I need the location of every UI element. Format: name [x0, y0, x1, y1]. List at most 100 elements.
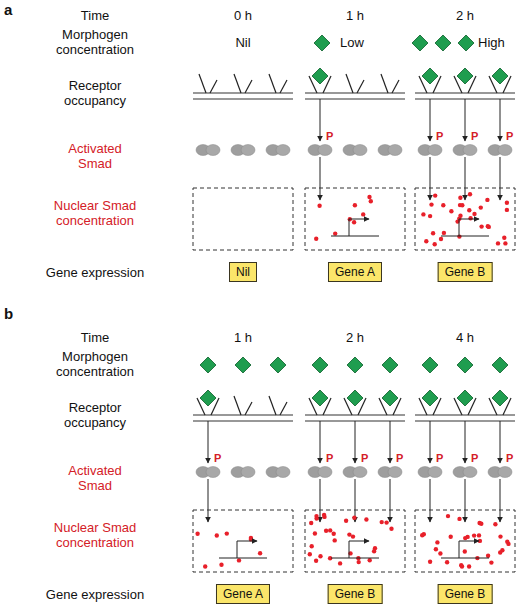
smad-dot	[445, 560, 449, 564]
phosphate-label: P	[326, 452, 333, 464]
signal-arrow	[390, 421, 391, 463]
gene-line	[441, 558, 489, 559]
smad-dot	[318, 554, 322, 558]
gene-line	[441, 236, 489, 237]
smad-dot	[389, 527, 393, 531]
receptor-arm	[197, 398, 205, 415]
phosphate-label: P	[361, 452, 368, 464]
smad-dot	[439, 237, 443, 241]
promoter-arrow	[349, 541, 369, 558]
gene-line	[331, 236, 379, 237]
smad-dot	[322, 513, 326, 517]
smad-dot	[314, 237, 318, 241]
signal-arrow	[430, 421, 431, 463]
receptor-arm	[234, 74, 241, 93]
smad-dot	[458, 196, 462, 200]
nuclear-import-arrow	[430, 157, 431, 200]
morphogen-diamond	[314, 35, 330, 51]
morphogen-diamond	[270, 357, 286, 373]
smad-dot	[195, 532, 199, 536]
membrane-line	[305, 92, 405, 93]
membrane-line	[415, 414, 515, 415]
nucleus-box	[415, 188, 515, 250]
receptor-arm	[199, 74, 206, 93]
time-label: 1 h	[335, 8, 375, 23]
smad-dot	[438, 551, 442, 555]
smad-dot	[496, 241, 500, 245]
gene-box: Gene B	[438, 262, 493, 282]
smad-dot	[384, 520, 388, 524]
smad-dot	[449, 209, 453, 213]
receptor-arm	[379, 398, 387, 415]
smad-dot	[449, 535, 453, 539]
morphogen-diamond	[457, 357, 473, 373]
time-label: 1 h	[223, 330, 263, 345]
gene-line	[219, 558, 267, 559]
smad-dot	[442, 231, 446, 235]
bound-morphogen	[422, 390, 438, 406]
smad-dot	[463, 549, 467, 553]
smad-blob	[276, 467, 290, 478]
smad-dot	[428, 560, 432, 564]
promoter-arrow	[349, 219, 369, 236]
membrane-line	[415, 92, 515, 93]
promoter-arrow	[459, 541, 479, 558]
smad-dot	[505, 540, 509, 544]
receptor-arm	[503, 398, 511, 415]
time-label: 4 h	[445, 330, 485, 345]
smad-blob	[206, 145, 220, 156]
smad-dot	[441, 203, 445, 207]
smad-blob	[428, 467, 442, 478]
phosphate-label: P	[214, 452, 221, 464]
smad-dot	[219, 563, 223, 567]
receptor-arm	[454, 76, 462, 93]
smad-dot	[502, 236, 506, 240]
gene-box: Nil	[229, 262, 257, 282]
smad-dot	[433, 242, 437, 246]
smad-dot	[328, 528, 332, 532]
smad-dot	[324, 529, 328, 533]
panel-letter: a	[4, 2, 12, 17]
smad-dot	[479, 522, 483, 526]
signal-arrow	[430, 99, 431, 141]
smad-dot	[313, 531, 317, 535]
smad-dot	[347, 532, 351, 536]
receptor-arm	[280, 402, 287, 415]
smad-dot	[457, 517, 461, 521]
smad-dot	[429, 202, 433, 206]
smad-dot	[505, 208, 509, 212]
promoter-arrow	[237, 541, 257, 558]
receptor-arm	[269, 74, 276, 93]
smad-dot	[434, 547, 438, 551]
receptor-arm	[392, 80, 399, 93]
phosphate-label: P	[506, 452, 513, 464]
smad-dot	[309, 521, 313, 525]
smad-blob	[241, 467, 255, 478]
row-label: Receptor occupancy	[40, 78, 150, 108]
time-label: 2 h	[445, 8, 485, 23]
smad-dot	[361, 212, 365, 216]
time-label: 0 h	[223, 8, 263, 23]
nuclear-import-arrow	[320, 157, 321, 200]
nucleus-box	[193, 188, 293, 250]
receptor-arm	[489, 76, 497, 93]
morphogen-diamond	[422, 357, 438, 373]
morphogen-diamond	[200, 357, 216, 373]
smad-dot	[433, 193, 437, 197]
concentration-label: Low	[340, 35, 364, 50]
concentration-label: Nil	[223, 35, 263, 50]
bound-morphogen	[492, 68, 508, 84]
receptor-arm	[346, 74, 353, 93]
smad-dot	[352, 220, 356, 224]
smad-dot	[472, 533, 476, 537]
smad-dot	[460, 203, 464, 207]
smad-dot	[498, 534, 502, 538]
nuclear-import-arrow	[208, 479, 209, 522]
concentration-label: High	[478, 35, 505, 50]
smad-dot	[237, 558, 241, 562]
receptor-arm	[210, 80, 217, 93]
bound-morphogen	[422, 68, 438, 84]
smad-dot	[380, 520, 384, 524]
nuclear-import-arrow	[390, 479, 391, 522]
